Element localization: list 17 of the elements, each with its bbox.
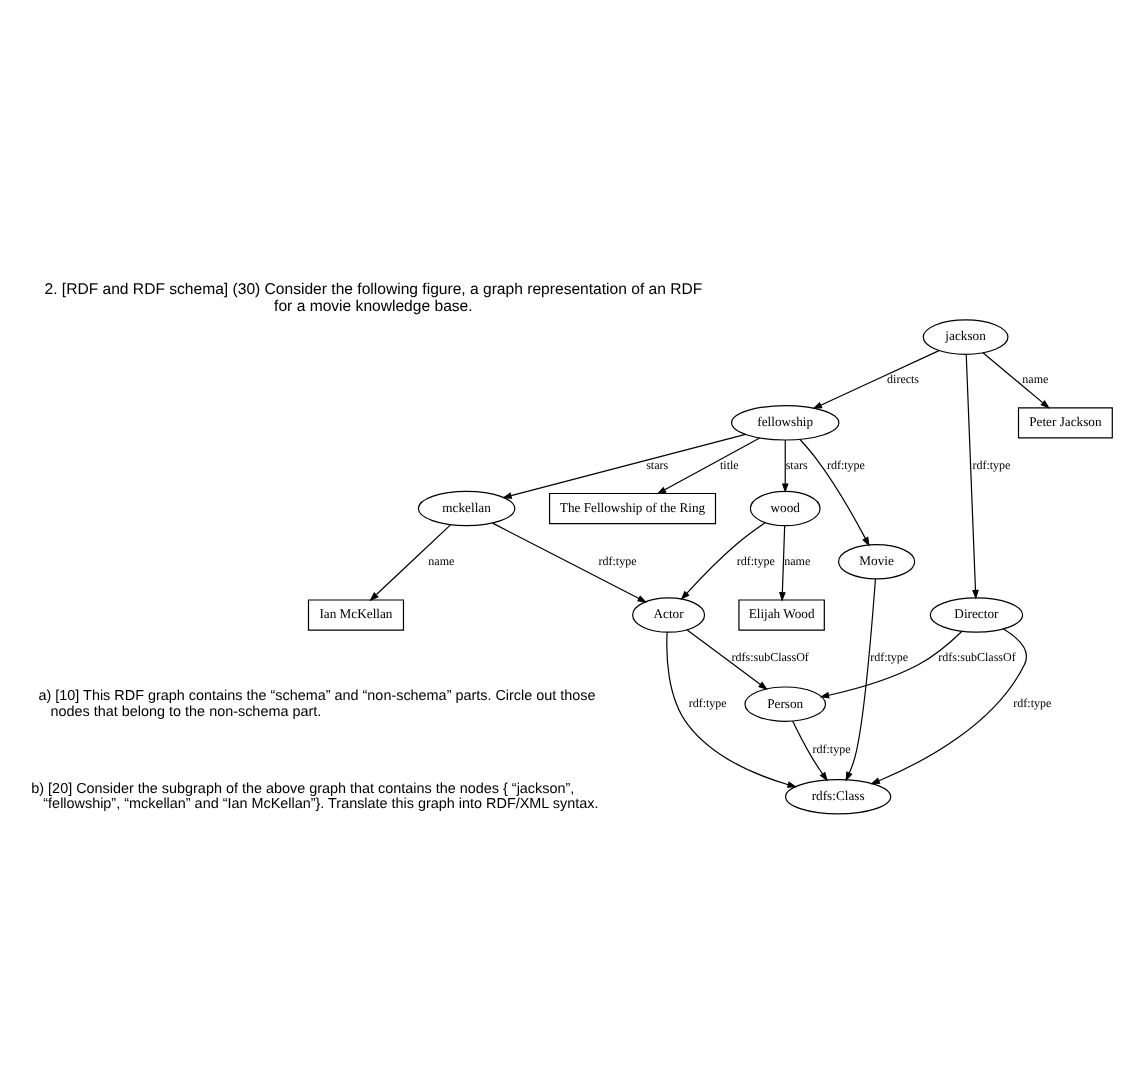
arrow — [666, 630, 798, 787]
arrow — [781, 438, 789, 493]
arrow — [792, 719, 828, 781]
arrow — [812, 349, 940, 409]
arrow — [982, 351, 1050, 408]
arrow — [680, 521, 767, 600]
arrow — [369, 523, 452, 601]
arrow — [656, 436, 761, 494]
arrow — [686, 628, 768, 689]
arrow — [779, 523, 786, 601]
arrow — [845, 577, 877, 781]
arrow — [502, 432, 747, 498]
arrow — [870, 627, 1027, 784]
arrow — [965, 352, 979, 599]
arrow — [799, 437, 870, 546]
arrow — [492, 521, 648, 602]
arrow — [819, 629, 963, 698]
